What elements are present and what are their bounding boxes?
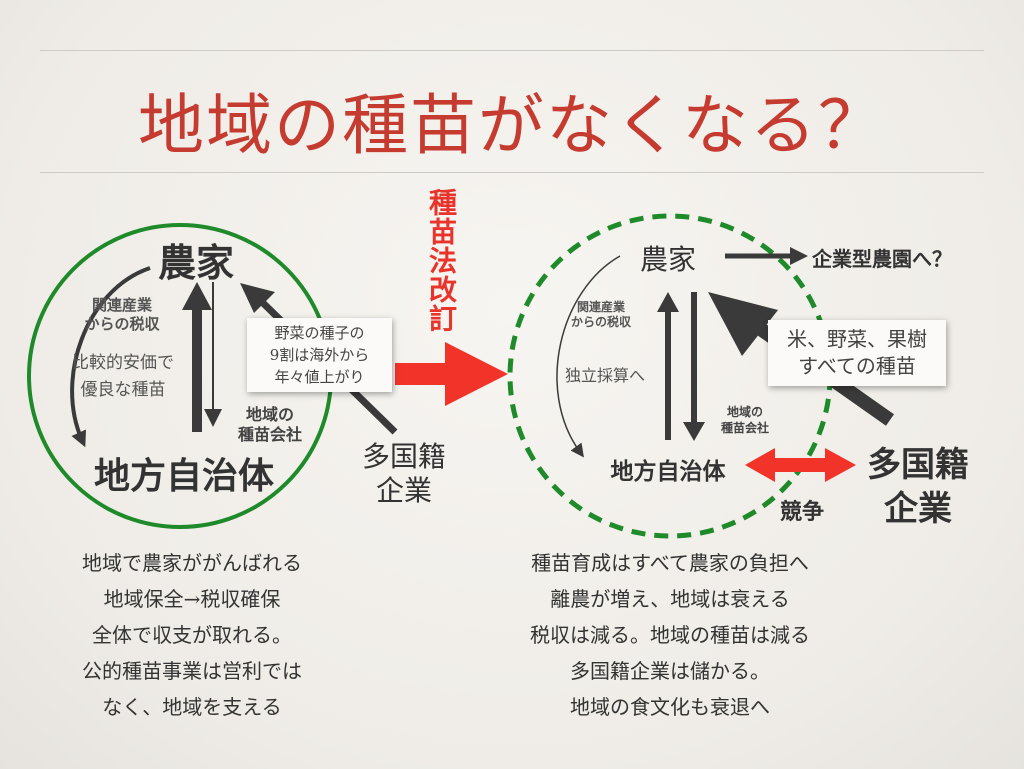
note-line: 種苗育成はすべて農家の負担へ	[531, 551, 809, 575]
note-line: 地域で農家ががんばれる	[82, 551, 302, 575]
competition-label: 競争	[779, 499, 825, 525]
text-line: 米、野菜、果樹	[787, 327, 927, 351]
text-line: 関連産業	[576, 300, 626, 314]
right-notes: 種苗育成はすべて農家の負担へ 離農が増え、地域は衰える 税収は減る。地域の種苗は…	[530, 545, 810, 725]
left-curved-arrow	[70, 266, 151, 448]
independent-label: 独立採算へ	[564, 366, 646, 385]
text-line: 地域の	[726, 405, 764, 419]
amendment-label: 種苗法改訂	[425, 188, 458, 333]
right-down-arrowhead	[683, 422, 705, 441]
note-line: なく、地域を支える	[102, 695, 282, 719]
text-line: 野菜の種子の	[274, 324, 365, 342]
text-line: 優良な種苗	[80, 380, 166, 400]
text-line: 種苗会社	[720, 421, 770, 435]
text-line: 多国籍	[361, 440, 447, 473]
text-line: すべての種苗	[798, 354, 916, 378]
text-line: からの税収	[570, 315, 632, 329]
left-callout-box: 野菜の種子の 9割は海外から年々値上がり	[247, 318, 392, 392]
note-line: 地域保全→税収確保	[103, 587, 281, 611]
text-line: 年々値上がり	[274, 368, 365, 386]
slide-title: 地域の種苗がなくなる？	[138, 87, 886, 164]
right-diagonal-arrowhead	[708, 292, 778, 356]
note-line: 全体で収支が取れる。	[92, 623, 292, 647]
amendment-arrow-head	[445, 342, 508, 406]
corporate-farm-label: 企業型農園へ？	[812, 247, 952, 271]
left-local-gov-label: 地方自治体	[93, 455, 275, 497]
text-line: 多国籍	[867, 445, 969, 485]
amendment-arrow-body	[395, 363, 447, 385]
left-up-arrowhead	[182, 282, 212, 310]
text-line: 地域の	[245, 405, 295, 424]
corporate-farm-arrowhead	[790, 247, 808, 265]
right-thin-curve	[556, 255, 621, 458]
competition-double-arrow	[745, 448, 856, 482]
left-seed-label: 比較的安価で優良な種苗	[72, 350, 174, 404]
right-local-company-label: 地域の種苗会社	[721, 404, 769, 436]
left-local-company-label: 地域の種苗会社	[238, 405, 302, 445]
note-line: 税収は減る。地域の種苗は減る	[530, 623, 810, 647]
right-farmer-label: 農家	[639, 243, 697, 276]
right-up-arrowhead	[657, 292, 679, 312]
text-line: 種苗会社	[237, 425, 303, 444]
text-line: からの税収	[84, 315, 160, 333]
text-line: 比較的安価で	[72, 353, 174, 373]
right-callout-box: 米、野菜、果樹すべての種苗	[768, 320, 946, 386]
note-line: 離農が増え、地域は衰える	[550, 587, 790, 611]
text-line: 企業	[375, 474, 433, 507]
text-line: 9割は海外から	[269, 346, 370, 364]
left-multinational-label: 多国籍企業	[362, 440, 446, 508]
left-diagonal-arrowhead	[240, 283, 275, 313]
top-rule	[40, 50, 984, 51]
left-farmer-label: 農家	[157, 240, 235, 285]
note-line: 地域の食文化も衰退へ	[570, 695, 770, 719]
text-line: 企業	[884, 489, 952, 529]
bottom-rule	[40, 172, 984, 173]
right-multinational-label: 多国籍企業	[867, 443, 969, 531]
right-tax-label: 関連産業からの税収	[571, 300, 631, 330]
left-notes: 地域で農家ががんばれる 地域保全→税収確保 全体で収支が取れる。 公的種苗事業は…	[82, 545, 302, 725]
right-local-gov-label: 地方自治体	[610, 458, 726, 485]
text-line: 関連産業	[91, 296, 153, 314]
note-line: 公的種苗事業は営利では	[82, 659, 302, 683]
note-line: 多国籍企業は儲かる。	[570, 659, 770, 683]
left-tax-label: 関連産業からの税収	[84, 296, 159, 334]
